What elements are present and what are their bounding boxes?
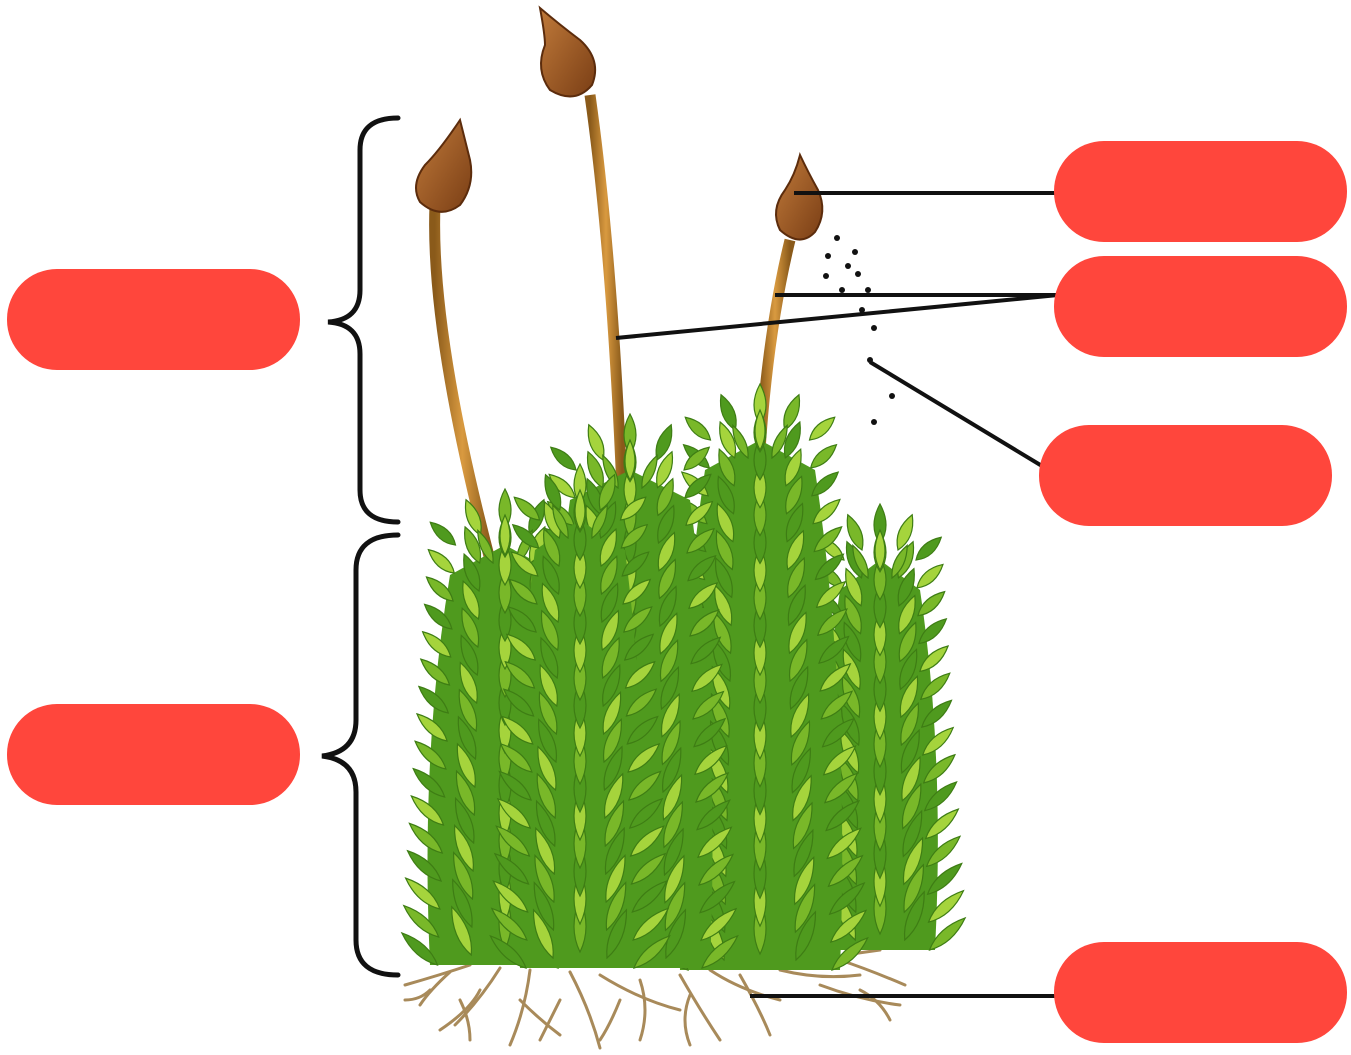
moss-leaf bbox=[425, 546, 458, 578]
moss-leaf bbox=[427, 518, 460, 549]
capsules bbox=[416, 8, 822, 240]
moss-leaf bbox=[547, 443, 580, 474]
lower-brace bbox=[322, 535, 398, 975]
seta-label[interactable] bbox=[1054, 256, 1347, 357]
leafy-shoots bbox=[398, 384, 969, 974]
upper-brace bbox=[328, 118, 398, 522]
capsule-label[interactable] bbox=[1054, 141, 1347, 242]
moss-leaf bbox=[682, 413, 715, 444]
rhizoids-label[interactable] bbox=[1054, 942, 1347, 1043]
seta-leader-a bbox=[616, 295, 1058, 338]
spores-leader bbox=[870, 362, 1042, 466]
moss-leaf bbox=[806, 413, 839, 444]
gametophyte-region-label[interactable] bbox=[7, 704, 300, 805]
moss-leaf bbox=[912, 533, 945, 564]
braces bbox=[322, 118, 398, 975]
spores bbox=[823, 235, 895, 425]
spores-label[interactable] bbox=[1039, 425, 1332, 526]
moss-leaf bbox=[807, 441, 840, 472]
sporophyte-region-label[interactable] bbox=[7, 269, 300, 370]
moss-leaf bbox=[913, 560, 946, 592]
